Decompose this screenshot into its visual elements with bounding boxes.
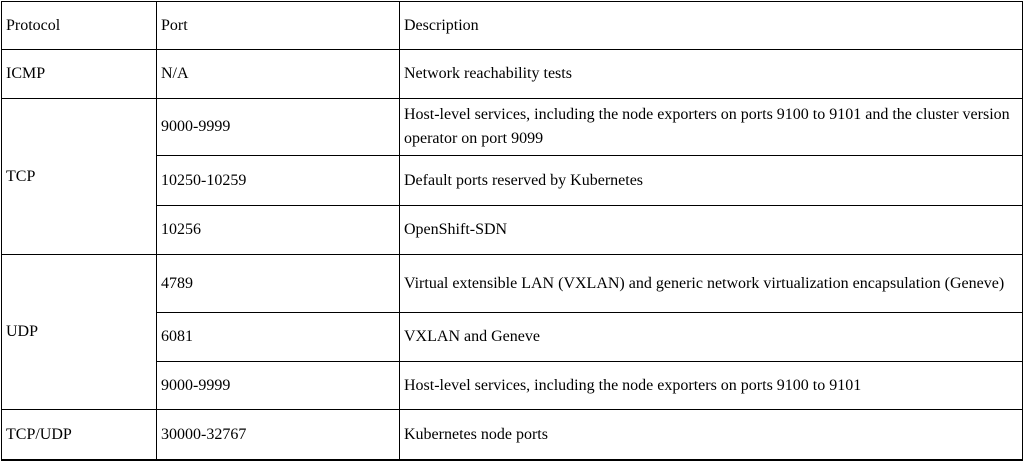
description-cell: Network reachability tests (399, 49, 1023, 99)
table-row: TCP/UDP 30000-32767 Kubernetes node port… (1, 409, 1023, 461)
port-cell: 6081 (156, 312, 400, 362)
description-cell: Default ports reserved by Kubernetes (399, 155, 1023, 206)
port-cell: 10256 (156, 205, 400, 255)
table-row: UDP 4789 Virtual extensible LAN (VXLAN) … (1, 254, 1023, 410)
table-row: 6081 VXLAN and Geneve (2, 312, 1023, 362)
description-cell: Virtual extensible LAN (VXLAN) and gener… (399, 254, 1023, 313)
port-cell: N/A (156, 49, 400, 99)
port-cell: 30000-32767 (156, 409, 400, 461)
port-cell: 4789 (156, 254, 400, 313)
table-row: 10256 OpenShift-SDN (2, 205, 1023, 255)
port-cell: 9000-9999 (156, 98, 400, 156)
protocol-cell-icmp: ICMP (1, 49, 157, 99)
description-cell: OpenShift-SDN (399, 205, 1023, 255)
table-row: 9000-9999 Host-level services, including… (2, 361, 1023, 410)
port-cell: 10250-10259 (156, 155, 400, 206)
description-cell: Kubernetes node ports (399, 409, 1023, 461)
protocol-cell-tcp: TCP (1, 98, 157, 255)
header-description: Description (399, 1, 1023, 50)
protocol-cell-udp: UDP (1, 254, 157, 410)
table-row: 10250-10259 Default ports reserved by Ku… (2, 155, 1023, 206)
table-header-row: Protocol Port Description (1, 1, 1023, 50)
description-cell: VXLAN and Geneve (399, 312, 1023, 362)
protocol-cell-tcp-udp: TCP/UDP (1, 409, 157, 461)
description-cell: Host-level services, including the node … (399, 98, 1023, 156)
port-cell: 9000-9999 (156, 361, 400, 410)
table-row: TCP 9000-9999 Host-level services, inclu… (1, 98, 1023, 255)
header-port: Port (156, 1, 400, 50)
table-row: ICMP N/A Network reachability tests (1, 49, 1023, 99)
description-cell: Host-level services, including the node … (399, 361, 1023, 410)
header-protocol: Protocol (1, 1, 157, 50)
